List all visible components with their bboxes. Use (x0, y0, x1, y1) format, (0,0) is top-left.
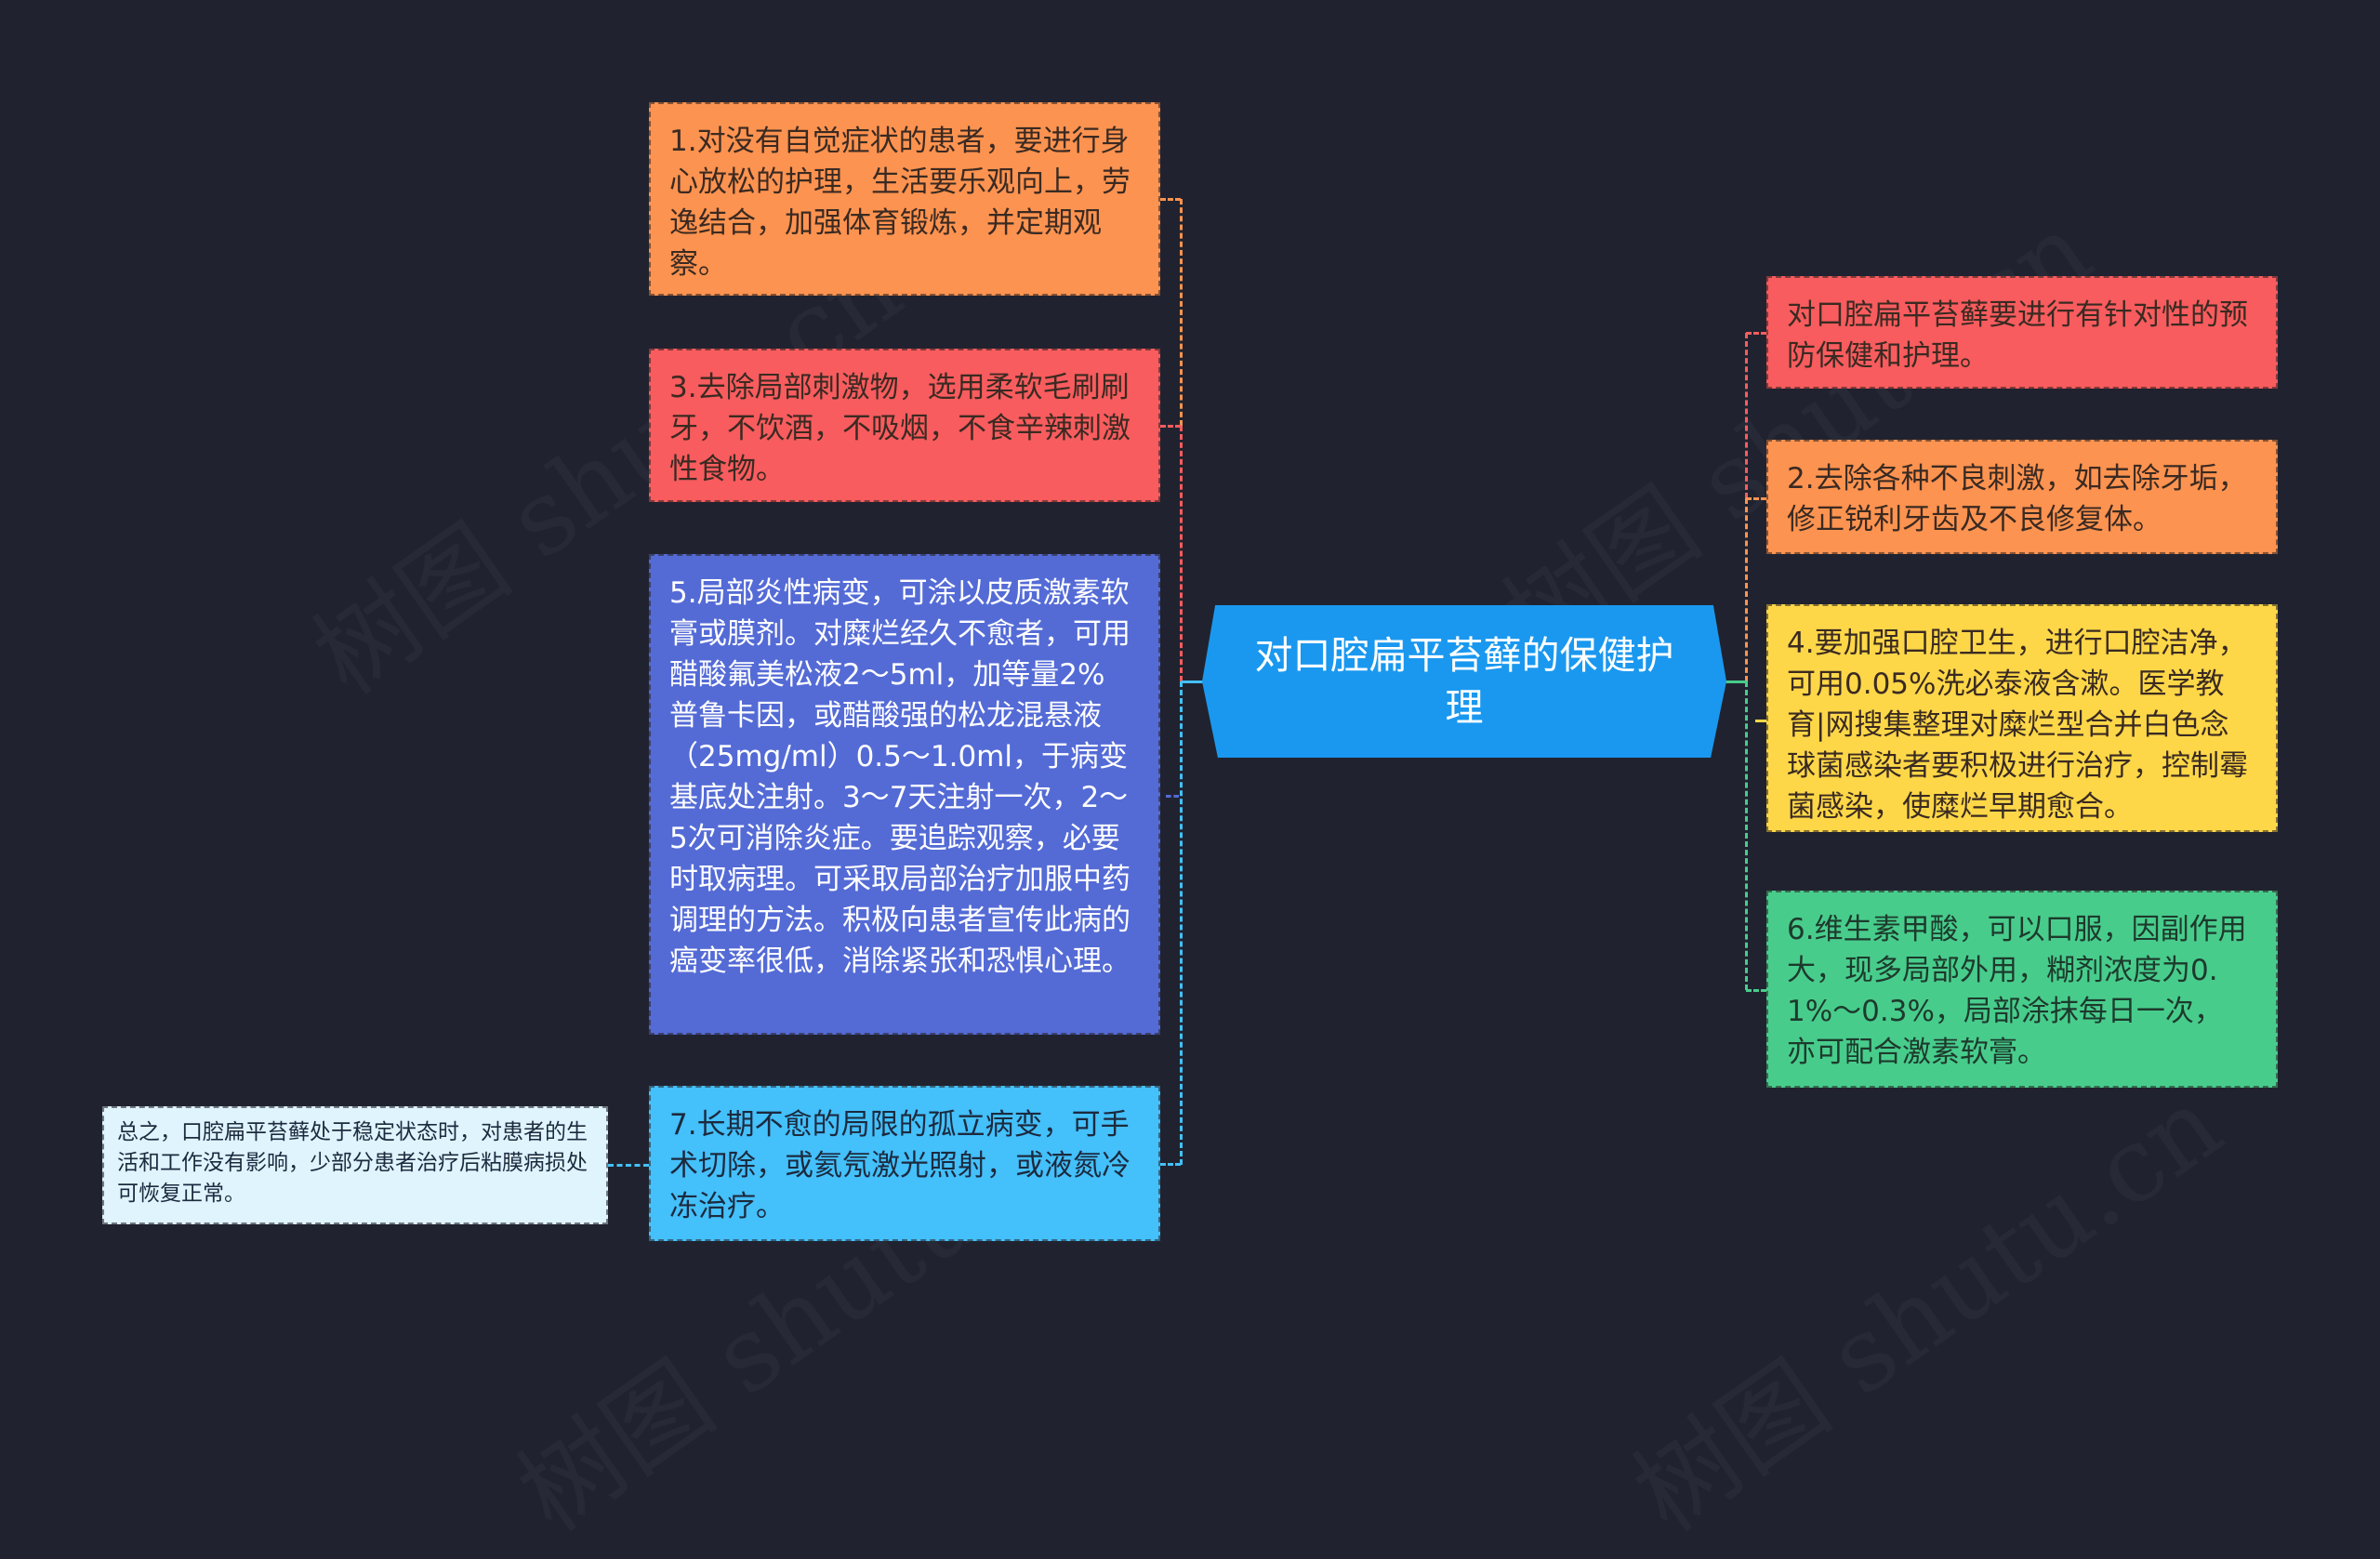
connector-right-2 (1746, 497, 1766, 500)
connector-left-trunk (1180, 426, 1183, 681)
branch-node-1[interactable]: 1.对没有自觉症状的患者，要进行身心放松的护理，生活要乐观向上，劳逸结合，加强体… (649, 102, 1160, 296)
connector-left-trunk (1180, 199, 1183, 426)
branch-node-5[interactable]: 5.局部炎性病变，可涂以皮质激素软膏或膜剂。对糜烂经久不愈者，可用醋酸氟美松液2… (649, 554, 1160, 1035)
branch-node-7[interactable]: 7.长期不愈的局限的孤立病变，可手术切除，或氦氖激光照射，或液氮冷冻治疗。 (649, 1086, 1160, 1241)
branch-node-text: 5.局部炎性病变，可涂以皮质激素软膏或膜剂。对糜烂经久不愈者，可用醋酸氟美松液2… (669, 576, 1130, 978)
branch-node-text: 1.对没有自觉症状的患者，要进行身心放松的护理，生活要乐观向上，劳逸结合，加强体… (669, 125, 1130, 281)
branch-node-2[interactable]: 2.去除各种不良刺激，如去除牙垢，修正锐利牙齿及不良修复体。 (1766, 440, 2278, 554)
watermark: 树图 shutu.cn (1600, 1045, 2245, 1559)
connector-right-4 (1755, 720, 1766, 722)
branch-node-text: 4.要加强口腔卫生，进行口腔洁净，可用0.05%洗必泰液含漱。医学教育|网搜集整… (1787, 627, 2248, 824)
connector-center-left (1182, 680, 1204, 683)
summary-text: 总之，口腔扁平苔藓处于稳定状态时，对患者的生活和工作没有影响，少部分患者治疗后粘… (117, 1120, 588, 1206)
branch-node-0[interactable]: 对口腔扁平苔藓要进行有针对性的预防保健和护理。 (1766, 276, 2278, 389)
branch-node-text: 3.去除局部刺激物，选用柔软毛刷刷牙，不饮酒，不吸烟，不食辛辣刺激性食物。 (669, 371, 1130, 486)
branch-node-4[interactable]: 4.要加强口腔卫生，进行口腔洁净，可用0.05%洗必泰液含漱。医学教育|网搜集整… (1766, 604, 2278, 832)
connector-left-1 (1160, 198, 1181, 201)
connector-right-trunk (1745, 681, 1748, 990)
connector-left-7 (1160, 1163, 1181, 1166)
central-topic-label: 对口腔扁平苔藓的保健护理 (1254, 633, 1674, 730)
connector-left-5 (1166, 795, 1179, 798)
connector-summary (608, 1164, 649, 1167)
connector-left-3 (1160, 425, 1181, 428)
connector-right-0 (1746, 332, 1766, 335)
summary-node[interactable]: 总之，口腔扁平苔藓处于稳定状态时，对患者的生活和工作没有影响，少部分患者治疗后粘… (102, 1106, 608, 1224)
connector-right-trunk (1745, 333, 1748, 498)
connector-center-right (1725, 680, 1747, 683)
central-topic-node[interactable]: 对口腔扁平苔藓的保健护理 (1202, 605, 1726, 758)
branch-node-text: 2.去除各种不良刺激，如去除牙垢，修正锐利牙齿及不良修复体。 (1787, 462, 2247, 536)
branch-node-text: 6.维生素甲酸，可以口服，因副作用大，现多局部外用，糊剂浓度为0.1%～0.3%… (1787, 913, 2247, 1069)
branch-node-3[interactable]: 3.去除局部刺激物，选用柔软毛刷刷牙，不饮酒，不吸烟，不食辛辣刺激性食物。 (649, 349, 1160, 502)
branch-node-6[interactable]: 6.维生素甲酸，可以口服，因副作用大，现多局部外用，糊剂浓度为0.1%～0.3%… (1766, 891, 2278, 1088)
connector-left-trunk (1180, 681, 1183, 1165)
connector-right-6 (1746, 989, 1766, 992)
connector-right-trunk (1745, 498, 1748, 681)
branch-node-text: 7.长期不愈的局限的孤立病变，可手术切除，或氦氖激光照射，或液氮冷冻治疗。 (669, 1108, 1130, 1223)
branch-node-text: 对口腔扁平苔藓要进行有针对性的预防保健和护理。 (1787, 298, 2248, 373)
